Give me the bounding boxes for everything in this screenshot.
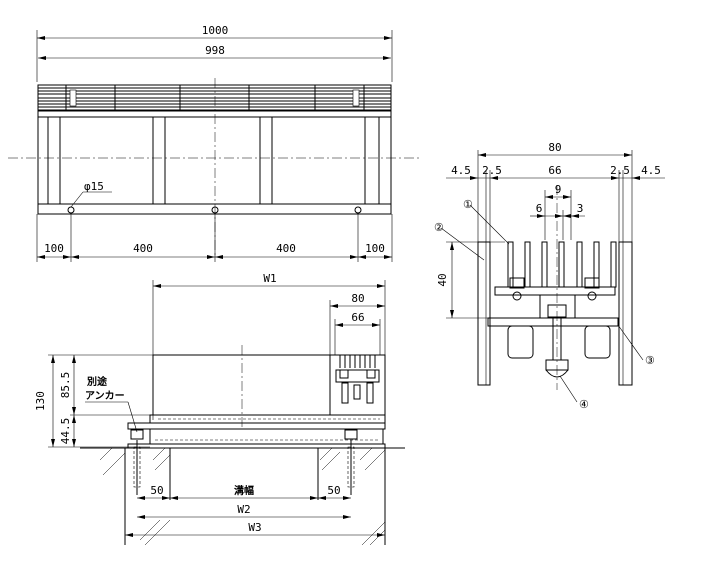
detail-dim-66: 66 [548, 164, 561, 177]
section-view: W1 80 66 130 85.5 44.5 別途 アンカー [34, 272, 405, 546]
spacing-400-right: 400 [276, 242, 296, 255]
dim-mizohaba: 溝幅 [234, 484, 254, 497]
detail-dim-40: 40 [436, 273, 449, 286]
dim-50-left: 50 [150, 484, 163, 497]
dim-130-text: 130 [34, 391, 47, 411]
dim-80-text: 80 [351, 292, 364, 305]
dim-998: 998 [38, 44, 391, 60]
dim-44-5-text: 44.5 [59, 418, 72, 445]
detail-dim-4-5-right: 4.5 [641, 164, 661, 177]
callout-4: ④ [579, 398, 589, 411]
detail-dim-2-5-right: 2.5 [610, 164, 630, 177]
detail-view: 80 4.5 2.5 66 2.5 4.5 9 6 3 [434, 141, 665, 411]
dim-50-right: 50 [327, 484, 340, 497]
dim-1000-text: 1000 [202, 24, 229, 37]
top-view: 1000 998 [8, 24, 420, 262]
grating-band [38, 85, 391, 111]
dim-w1-text: W1 [263, 272, 276, 285]
detail-dim-9: 9 [555, 183, 562, 196]
detail-dim-80: 80 [548, 141, 561, 154]
spacing-100-left: 100 [44, 242, 64, 255]
dim-w2-text: W2 [237, 503, 250, 516]
spacing-400-left: 400 [133, 242, 153, 255]
spacing-100-right: 100 [365, 242, 385, 255]
detail-dim-3: 3 [577, 202, 584, 215]
callout-2: ② [434, 221, 444, 234]
dim-66-text: 66 [351, 311, 364, 324]
concrete-hatch-right [319, 447, 386, 546]
dim-998-text: 998 [205, 44, 225, 57]
concrete-hatch-left [99, 447, 171, 546]
dim-1000: 1000 [36, 24, 393, 82]
dim-w3-text: W3 [248, 521, 261, 534]
detail-dim-6: 6 [536, 202, 543, 215]
detail-dim-4-5-left: 4.5 [451, 164, 471, 177]
note-anchor: アンカー [85, 390, 125, 402]
hole-diameter-label: φ15 [84, 180, 104, 193]
callout-1: ① [463, 198, 473, 211]
detail-dim-2-5-left: 2.5 [482, 164, 502, 177]
frame-body [37, 110, 392, 215]
note-betto: 別途 [86, 375, 108, 388]
callout-3: ③ [645, 354, 655, 367]
grating-bars [507, 241, 617, 288]
dim-85-5-text: 85.5 [59, 372, 72, 399]
